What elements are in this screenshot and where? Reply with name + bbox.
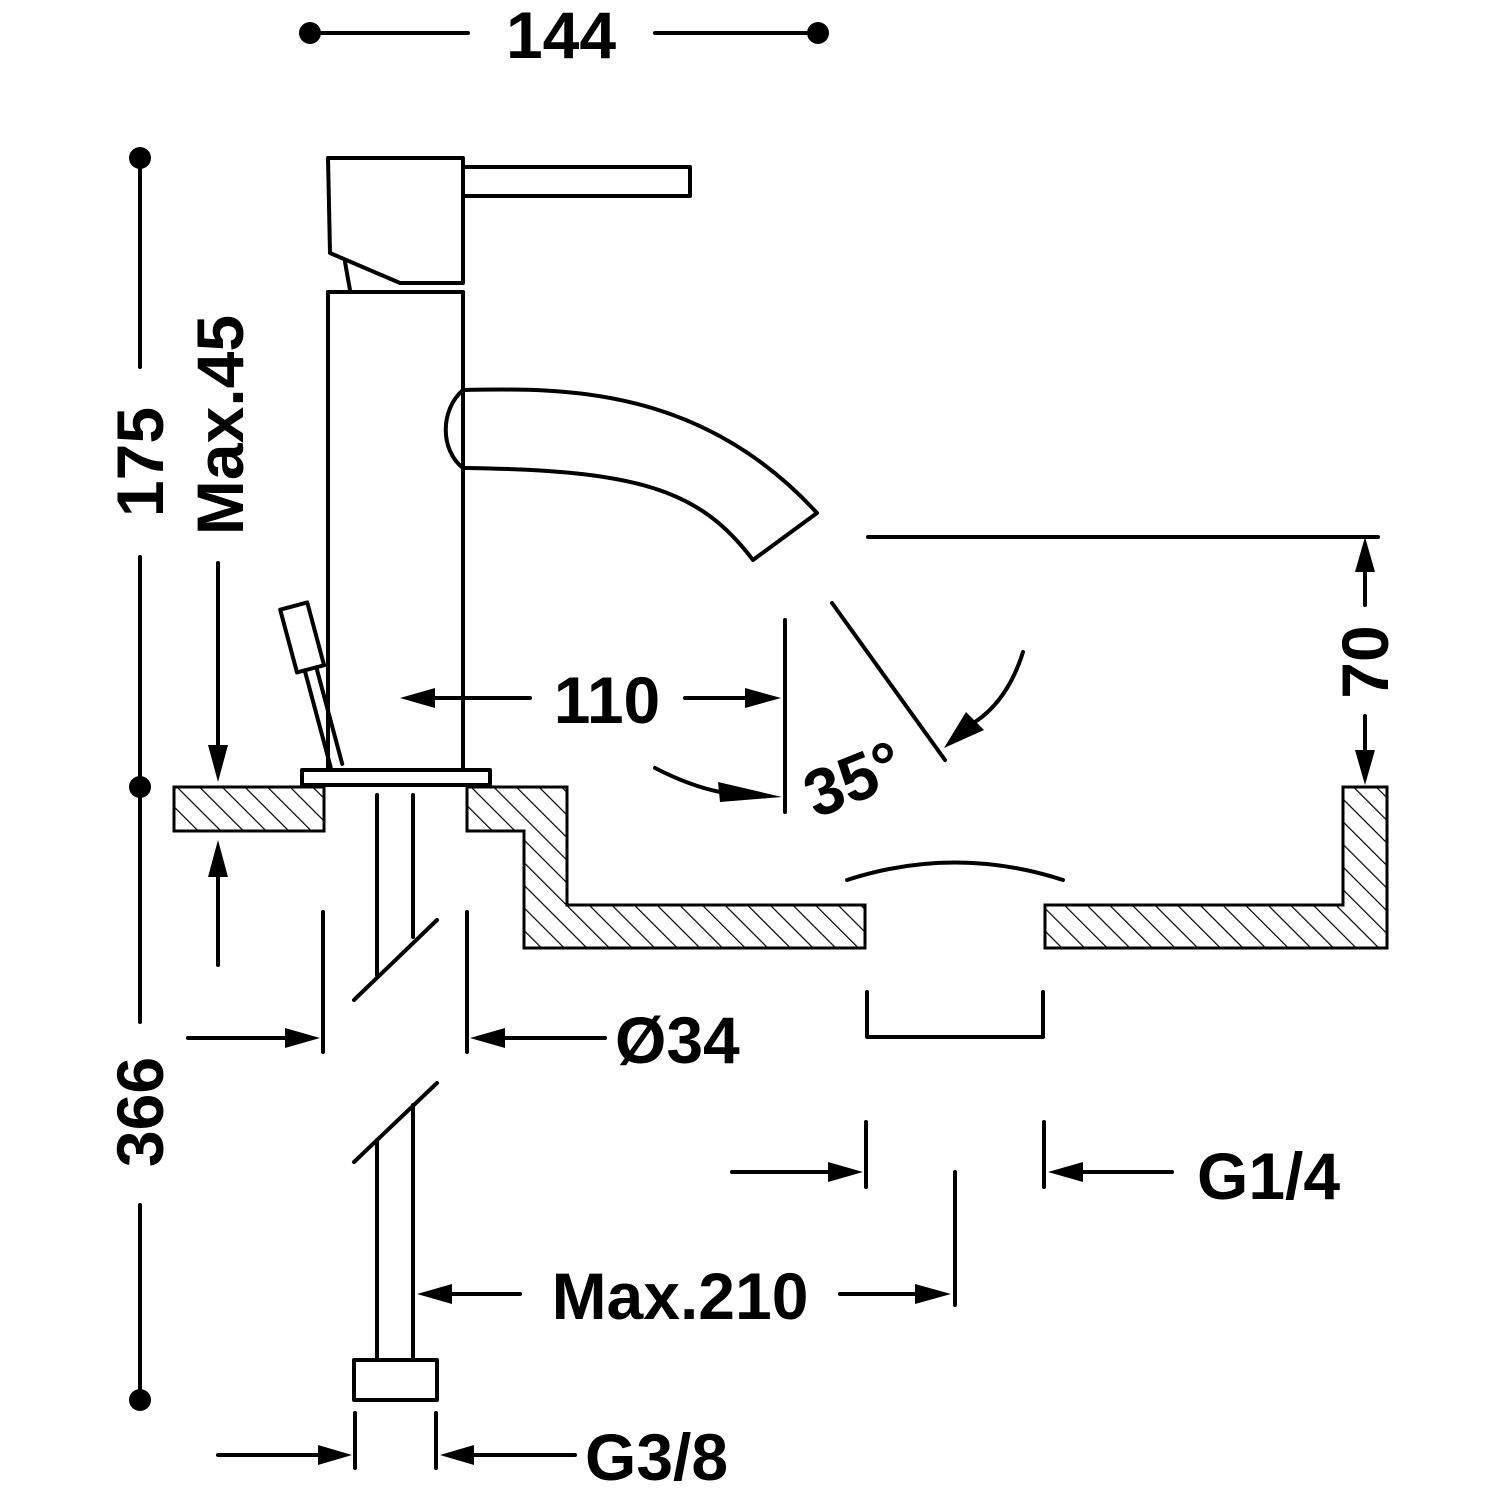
pipe-length-label: 366	[103, 1057, 177, 1167]
dimension-spout-reach: 110	[400, 618, 787, 814]
supply-fitting	[352, 1358, 439, 1402]
dimension-deck-thickness: Max.45	[183, 315, 257, 967]
handle-cap	[343, 260, 352, 292]
dimension-body-diameter: Ø34	[186, 910, 740, 1077]
hose-offset-label: Max.210	[552, 1259, 809, 1333]
drain-body	[865, 990, 1045, 1039]
spout	[461, 387, 819, 562]
deck-and-basin-section	[172, 785, 1389, 1039]
dimension-supply-thread: G3/8	[216, 1411, 728, 1494]
spout-angle-label: 35°	[793, 726, 913, 832]
body-diameter-label: Ø34	[615, 1003, 740, 1077]
faucet-body	[278, 156, 819, 787]
handle-block	[326, 156, 465, 285]
drain-thread-label: G1/4	[1197, 1139, 1340, 1213]
dimension-vertical-outer: 175 366	[103, 147, 177, 1411]
dimension-width-total: 144	[299, 0, 829, 72]
drain-arc	[845, 860, 1065, 882]
popup-rod	[278, 600, 345, 770]
width-total-label: 144	[506, 0, 616, 72]
base-flange	[300, 768, 492, 787]
spout-reach-label: 110	[554, 663, 660, 737]
dimension-spout-angle: 35°	[653, 601, 1025, 832]
dimension-hose-offset: Max.210	[417, 1170, 957, 1333]
spout-clearance-label: 70	[1328, 625, 1402, 698]
lever-arm	[461, 165, 692, 198]
height-total-label: 175	[103, 407, 177, 517]
spout-collar	[443, 388, 465, 470]
dimension-drain-thread: G1/4	[730, 1120, 1340, 1213]
dimension-spout-clearance: 70	[866, 535, 1402, 785]
supply-pipes	[352, 793, 439, 1402]
deck-thickness-label: Max.45	[183, 315, 257, 535]
supply-thread-label: G3/8	[585, 1420, 728, 1494]
